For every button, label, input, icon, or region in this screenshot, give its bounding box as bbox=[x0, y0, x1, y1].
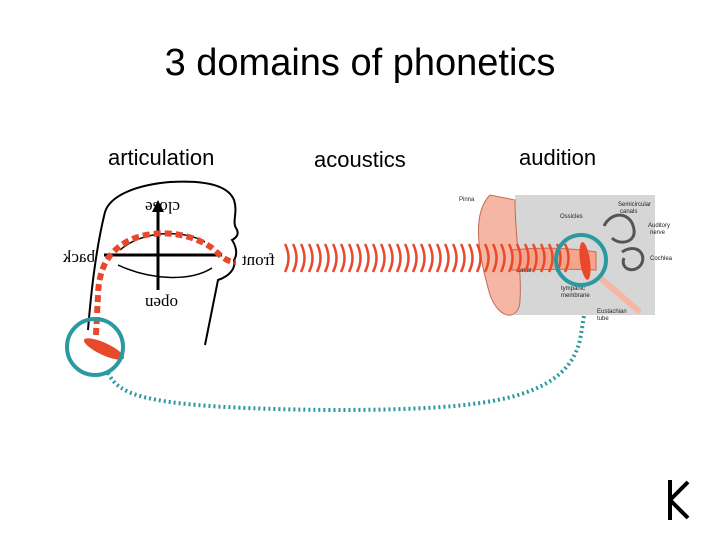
sound-wave-arc bbox=[459, 243, 466, 273]
ear-circle bbox=[554, 233, 608, 287]
sound-wave-arc bbox=[307, 243, 314, 273]
sound-wave-arc bbox=[355, 243, 362, 273]
sound-wave-arc bbox=[435, 243, 442, 273]
sound-wave-arc bbox=[515, 243, 522, 273]
sound-wave-arc bbox=[499, 243, 506, 273]
ear-label-eustachian: Eustachian bbox=[597, 309, 627, 315]
sound-wave-arc bbox=[299, 243, 306, 273]
arrow-up-icon bbox=[152, 200, 164, 212]
sound-wave-arc bbox=[411, 243, 418, 273]
sound-wave-arc bbox=[547, 243, 554, 273]
sound-wave-arc bbox=[395, 243, 402, 273]
ear-label-nerve: nerve bbox=[650, 230, 666, 236]
sound-wave-arc bbox=[539, 243, 546, 273]
sound-wave-arc bbox=[491, 243, 498, 273]
ear-label-ossicles: Ossicles bbox=[560, 214, 583, 220]
ear-label-membrane: membrane bbox=[561, 293, 590, 299]
ear-canal bbox=[511, 247, 597, 271]
larynx-circle bbox=[65, 317, 125, 377]
sound-wave-arc bbox=[283, 243, 290, 273]
sound-wave-arc bbox=[427, 243, 434, 273]
sound-wave-arc bbox=[379, 243, 386, 273]
sound-wave-arc bbox=[523, 243, 530, 273]
sound-wave-arc bbox=[451, 243, 458, 273]
ear-label-auditory: Auditory bbox=[648, 223, 670, 229]
acoustics-label: acoustics bbox=[314, 147, 406, 172]
sound-waves bbox=[283, 243, 570, 273]
close-label: close bbox=[145, 198, 180, 217]
articulation-label: articulation bbox=[108, 145, 215, 170]
audition-label: audition bbox=[519, 145, 597, 170]
sound-wave-arc bbox=[475, 243, 482, 273]
ear-label-tympanic: tympanic bbox=[561, 286, 585, 292]
ear-label-canals: canals bbox=[620, 209, 637, 215]
sound-wave-arc bbox=[443, 243, 450, 273]
sound-wave-arc bbox=[315, 243, 322, 273]
vocal-folds bbox=[83, 338, 125, 360]
sound-wave-arc bbox=[403, 243, 410, 273]
vocal-tract-path bbox=[93, 230, 237, 336]
eardrum bbox=[579, 242, 591, 280]
open-label: open bbox=[144, 294, 178, 313]
sound-wave-arc bbox=[507, 243, 514, 273]
sound-wave-arc bbox=[339, 243, 346, 273]
sound-wave-arc bbox=[323, 243, 330, 273]
sound-wave-arc bbox=[347, 243, 354, 273]
ear-label-cochlea: Cochlea bbox=[650, 256, 673, 262]
sound-wave-arc bbox=[467, 243, 474, 273]
eustachian-tube-shape bbox=[596, 273, 642, 315]
sound-wave-arc bbox=[291, 243, 298, 273]
back-label: back bbox=[62, 247, 95, 266]
sound-wave-arc bbox=[419, 243, 426, 273]
feedback-loop-path bbox=[106, 284, 590, 413]
sound-wave-arc bbox=[331, 243, 338, 273]
sound-wave-arc bbox=[363, 243, 370, 273]
front-label: front bbox=[242, 250, 275, 269]
cochlea-shape bbox=[621, 247, 645, 272]
ear-pinna bbox=[478, 194, 521, 316]
ear-label-tube: tube bbox=[597, 316, 609, 322]
sound-wave-arc bbox=[371, 243, 378, 273]
sound-wave-arc bbox=[483, 243, 490, 273]
ear-label-semicircular: Semicircular bbox=[618, 202, 651, 208]
sound-wave-arc bbox=[531, 243, 538, 273]
sound-wave-arc bbox=[387, 243, 394, 273]
ear-label-pinna: Pinna bbox=[459, 197, 475, 203]
slide-title: 3 domains of phonetics bbox=[164, 42, 556, 84]
head-profile bbox=[87, 180, 239, 346]
semicircular-canals-shape bbox=[602, 213, 636, 244]
sound-wave-arc bbox=[563, 243, 570, 273]
logo-icon bbox=[668, 480, 690, 520]
